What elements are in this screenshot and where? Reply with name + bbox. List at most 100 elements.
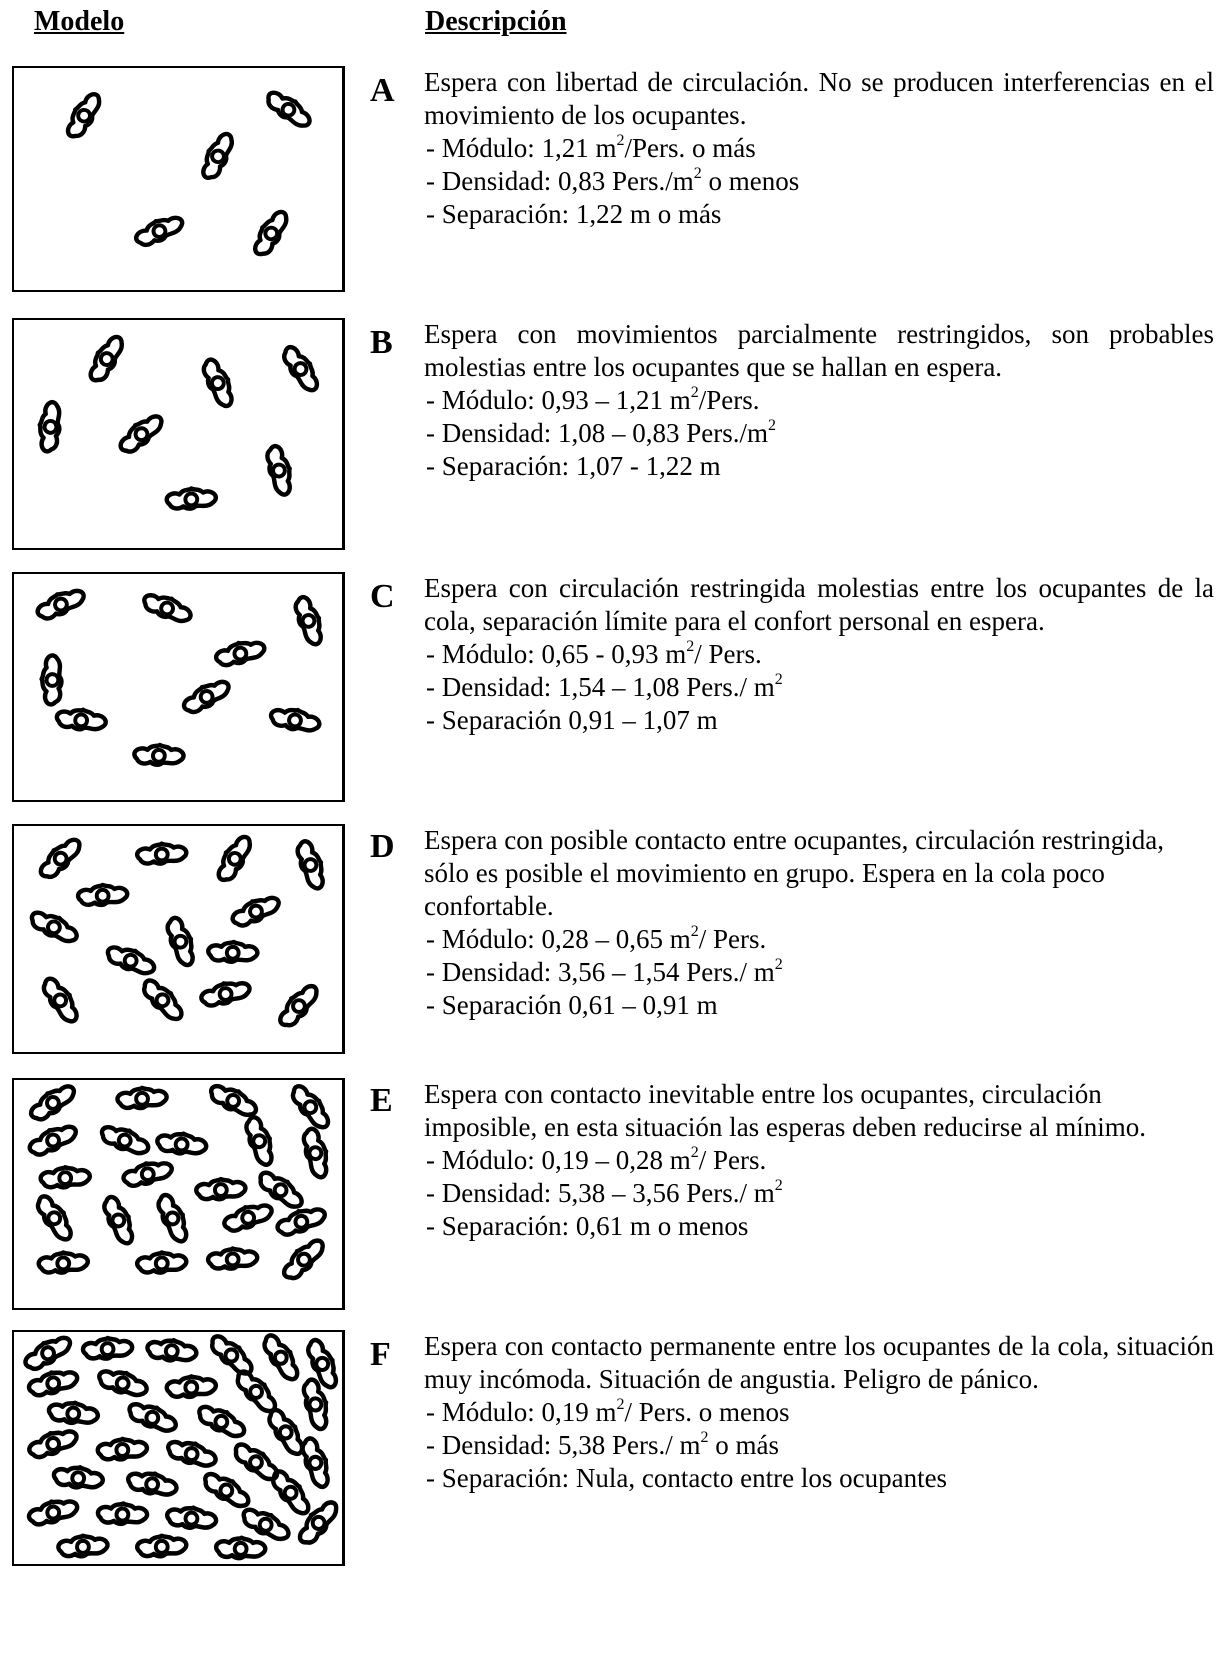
person-figure: [52, 1463, 104, 1492]
person-figure: [34, 586, 87, 622]
person-figure: [115, 411, 167, 456]
person-figure: [207, 940, 258, 964]
person-figure: [126, 1397, 179, 1437]
person-figure: [117, 1088, 166, 1108]
person-figure: [293, 594, 325, 647]
model-diagram-b: [12, 318, 345, 550]
modulo-e: - Módulo: 0,19 – 0,28 m2/ Pers.: [424, 1144, 1214, 1177]
person-figure: [200, 979, 252, 1007]
person-figure: [134, 743, 185, 767]
densidad-d: - Densidad: 3,56 – 1,54 Pers./ m2: [424, 956, 1214, 989]
modulo-c: - Módulo: 0,65 - 0,93 m2/ Pers.: [424, 638, 1214, 671]
person-figure: [167, 1376, 216, 1396]
person-figure: [40, 974, 82, 1026]
person-figure: [36, 401, 64, 453]
crowd-figures: [14, 574, 342, 800]
person-figure: [26, 1122, 79, 1158]
person-figure: [305, 1336, 341, 1390]
modulo-a: - Módulo: 1,21 m2/Pers. o más: [424, 132, 1214, 165]
separacion-e: - Separación: 0,61 m o menos: [424, 1210, 1214, 1243]
person-figure: [105, 941, 158, 980]
separacion-a: - Separación: 1,22 m o más: [424, 198, 1214, 231]
person-figure: [261, 1332, 303, 1384]
person-figure: [248, 208, 293, 259]
separacion-f: - Separación: Nula, contacto entre los o…: [424, 1462, 1214, 1495]
person-figure: [55, 706, 107, 734]
person-figure: [126, 1467, 179, 1500]
person-figure: [269, 704, 322, 736]
person-figure: [101, 1193, 137, 1246]
person-figure: [122, 1159, 174, 1187]
person-figure: [39, 655, 63, 706]
person-figure: [196, 1179, 245, 1199]
level-text-d: Espera con posible contacto entre ocupan…: [424, 824, 1214, 923]
person-figure: [264, 86, 314, 132]
person-figure: [295, 839, 327, 892]
model-diagram-e: [12, 1078, 345, 1310]
person-figure: [35, 835, 85, 882]
modulo-d: - Módulo: 0,28 – 0,65 m2/ Pers.: [424, 923, 1214, 956]
level-text-f: Espera con contacto permanente entre los…: [424, 1330, 1214, 1396]
separacion-d: - Separación 0,61 – 0,91 m: [424, 989, 1214, 1022]
person-figure: [96, 1364, 149, 1400]
person-figure: [165, 915, 197, 968]
person-figure: [34, 1191, 76, 1244]
person-figure: [39, 1252, 88, 1272]
person-figure: [98, 1439, 147, 1459]
person-figure: [229, 893, 282, 929]
person-figure: [141, 588, 194, 627]
level-letter-c: C: [370, 580, 395, 614]
level-description-e: Espera con contacto inevitable entre los…: [424, 1078, 1214, 1243]
level-text-c: Espera con circulación restringida moles…: [424, 572, 1214, 638]
person-figure: [266, 444, 294, 496]
level-description-d: Espera con posible contacto entre ocupan…: [424, 824, 1214, 1022]
modulo-f: - Módulo: 0,19 m2/ Pers. o menos: [424, 1396, 1214, 1429]
crowd-figures: [14, 826, 342, 1052]
person-figure: [137, 1252, 186, 1272]
person-figure: [47, 1398, 99, 1427]
person-figure: [280, 342, 322, 395]
level-description-b: Espera con movimientos parcialmente rest…: [424, 318, 1214, 483]
crowd-figures: [14, 1080, 342, 1308]
person-figure: [137, 1536, 186, 1556]
level-text-a: Espera con libertad de circulación. No s…: [424, 66, 1214, 132]
densidad-b: - Densidad: 1,08 – 0,83 Pers./m2: [424, 417, 1214, 450]
level-description-c: Espera con circulación restringida moles…: [424, 572, 1214, 737]
densidad-e: - Densidad: 5,38 – 3,56 Pers./ m2: [424, 1177, 1214, 1210]
modulo-b: - Módulo: 0,93 – 1,21 m2/Pers.: [424, 384, 1214, 417]
person-figure: [137, 844, 186, 864]
person-figure: [99, 1120, 152, 1159]
person-figure: [167, 489, 216, 509]
model-diagram-f: [12, 1330, 345, 1566]
model-column-header: Modelo: [34, 6, 124, 38]
level-letter-a: A: [370, 74, 395, 108]
person-figure: [269, 1466, 314, 1519]
person-figure: [208, 1249, 257, 1269]
model-diagram-c: [12, 572, 345, 802]
description-column-header: Descripción: [425, 6, 567, 38]
person-figure: [180, 677, 233, 716]
person-figure: [28, 906, 81, 948]
person-figure: [58, 1536, 107, 1556]
model-diagram-a: [12, 66, 345, 292]
person-figure: [156, 1191, 192, 1244]
person-figure: [275, 1205, 328, 1237]
person-figure: [97, 1501, 148, 1526]
level-letter-b: B: [370, 326, 393, 360]
person-figure: [215, 1536, 266, 1561]
person-figure: [278, 1235, 328, 1282]
person-figure: [166, 1503, 218, 1532]
person-figure: [156, 1129, 208, 1157]
person-figure: [83, 1338, 132, 1358]
level-letter-f: F: [370, 1338, 391, 1372]
person-figure: [196, 130, 238, 181]
densidad-a: - Densidad: 0,83 Pers./m2 o menos: [424, 165, 1214, 198]
person-figure: [222, 1201, 275, 1233]
person-figure: [21, 1333, 74, 1373]
person-figure: [300, 1436, 332, 1490]
level-letter-e: E: [370, 1084, 393, 1118]
person-figure: [195, 1400, 248, 1443]
person-figure: [133, 213, 186, 248]
person-figure: [201, 1467, 253, 1513]
model-diagram-d: [12, 824, 345, 1054]
